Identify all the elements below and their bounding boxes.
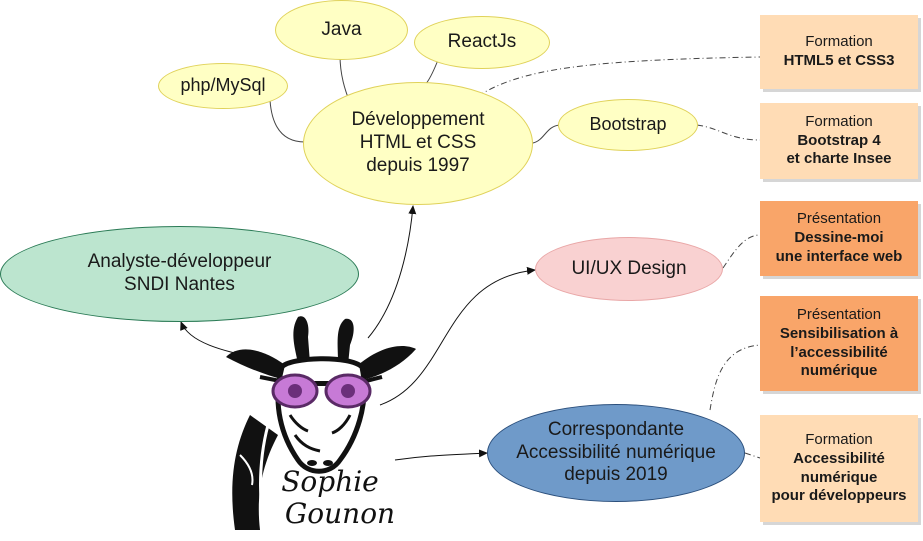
node-uiux-label: UI/UX Design	[571, 257, 687, 279]
giraffe-horn-left-icon	[293, 316, 310, 363]
node-reactjs-label: ReactJs	[447, 31, 517, 53]
card-formation-html5-line1: HTML5 et CSS3	[783, 52, 895, 69]
card-presentation-sensibilisation-line3: numérique	[800, 362, 878, 380]
giraffe-ear-right-icon	[358, 346, 416, 381]
node-bootstrap-label: Bootstrap	[589, 114, 667, 135]
card-formation-accessibilite-line1: Accessibilité	[793, 449, 885, 467]
giraffe-logo: Sophie Gounon	[226, 316, 416, 531]
card-formation-accessibilite-line3: pour développeurs	[771, 487, 907, 505]
card-presentation-sensibilisation-line1: Sensibilisation à	[779, 324, 899, 342]
card-formation-html5-kind: Formation	[805, 33, 873, 51]
logo-name-line1: Sophie	[281, 465, 379, 498]
node-java-label: Java	[321, 18, 362, 40]
dash-bootstrap-card2	[696, 124, 761, 141]
line-dev-bootstrap	[532, 124, 561, 144]
node-dev-line2: HTML et CSS	[359, 132, 477, 154]
giraffe-neck	[232, 415, 278, 530]
sunglasses-bridge	[310, 381, 334, 386]
node-java: Java	[275, 0, 408, 60]
node-php: php/MySql	[158, 63, 288, 109]
giraffe-ear-left-icon	[226, 349, 285, 380]
card-formation-html5: Formation HTML5 et CSS3	[760, 15, 918, 89]
giraffe-horn-right-icon	[337, 318, 354, 365]
card-formation-accessibilite-kind: Formation	[805, 431, 873, 448]
dash-corr-card4	[709, 344, 761, 411]
node-corr-line2: Accessibilité numérique	[516, 441, 716, 463]
node-dev-line3: depuis 1997	[366, 154, 470, 176]
node-analyste-line2: SNDI Nantes	[124, 274, 235, 295]
sunglasses-temple-right	[365, 375, 383, 383]
card-presentation-sensibilisation-line2: l’accessibilité	[790, 343, 888, 361]
dash-corr-card5	[744, 452, 761, 459]
line-dev-php	[269, 99, 306, 143]
card-formation-accessibilite-line2: numérique	[800, 468, 878, 486]
node-uiux: UI/UX Design	[535, 237, 723, 301]
card-formation-bootstrap-kind: Formation	[805, 112, 873, 130]
card-formation-bootstrap: Formation Bootstrap 4 et charte Insee	[760, 103, 918, 179]
card-presentation-sensibilisation-kind: Présentation	[796, 306, 882, 323]
card-presentation-dessine-kind: Présentation	[796, 210, 882, 228]
node-reactjs: ReactJs	[414, 16, 550, 69]
card-presentation-dessine-line2: une interface web	[775, 247, 903, 265]
node-corr-line3: depuis 2019	[564, 464, 668, 486]
node-analyste-line1: Analyste-développeur	[87, 251, 272, 273]
node-corr-line1: Correspondante	[547, 418, 685, 440]
card-presentation-sensibilisation: Présentation Sensibilisation à l’accessi…	[760, 296, 918, 391]
card-presentation-dessine: Présentation Dessine-moi une interface w…	[760, 201, 918, 276]
card-formation-bootstrap-line2: et charte Insee	[786, 150, 892, 168]
card-formation-bootstrap-line1: Bootstrap 4	[797, 131, 881, 149]
node-bootstrap: Bootstrap	[558, 99, 698, 151]
logo-name-line2: Gounon	[285, 497, 395, 530]
card-presentation-dessine-line1: Dessine-moi	[794, 229, 884, 247]
node-analyste: Analyste-développeur SNDI Nantes	[0, 226, 359, 322]
node-dev-line1: Développement	[351, 109, 485, 131]
node-php-label: php/MySql	[180, 75, 266, 96]
node-developpement: Développement HTML et CSS depuis 1997	[303, 82, 533, 205]
node-correspondante: Correspondante Accessibilité numérique d…	[487, 404, 745, 502]
card-formation-accessibilite: Formation Accessibilité numérique pour d…	[760, 415, 918, 522]
dash-uiux-card3	[722, 234, 761, 269]
